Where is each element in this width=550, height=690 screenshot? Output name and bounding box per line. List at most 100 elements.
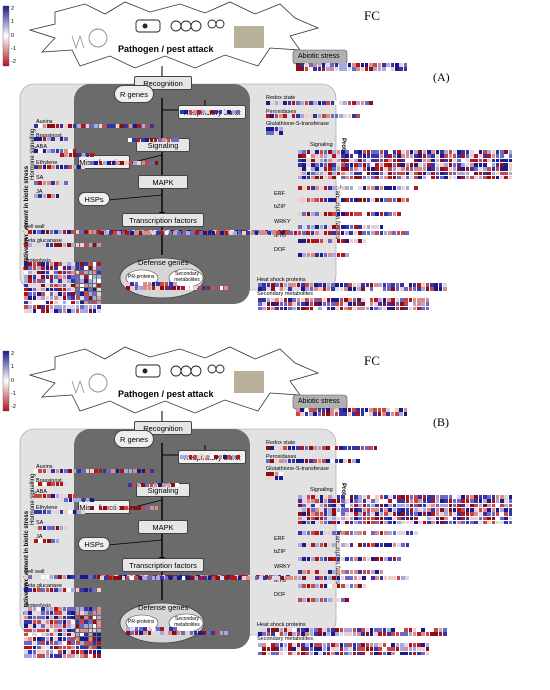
- heatmap-cell: [392, 503, 397, 508]
- heatmap-cell: [470, 507, 474, 512]
- heatmap-cell: [67, 641, 71, 646]
- heatmap-cell: [121, 231, 126, 235]
- heatmap-cell: [97, 588, 101, 592]
- heatmap-cell: [448, 162, 453, 167]
- heatmap-cell: [32, 270, 37, 275]
- heatmap-cell: [386, 67, 390, 71]
- heatmap-cell: [323, 557, 328, 561]
- heatmap-cell: [62, 279, 67, 283]
- heatmap-cell: [323, 225, 328, 229]
- hsps-box: HSPs: [78, 537, 110, 551]
- heatmap-cell: [306, 239, 311, 243]
- heatmap-cell: [54, 270, 58, 275]
- heatmap-cell: [388, 576, 392, 580]
- heatmap-cell: [431, 171, 435, 176]
- heatmap-cell: [291, 446, 296, 450]
- heatmap-cell: [266, 101, 270, 105]
- heatmap-cell: [309, 283, 314, 287]
- heatmap-cell: [388, 158, 392, 163]
- heatmap-cell: [79, 262, 84, 266]
- heatmap-cell: [310, 512, 315, 516]
- heatmap-cell: [321, 67, 326, 71]
- redox-label: Redox state: [266, 95, 296, 101]
- heatmap-cell: [283, 302, 288, 306]
- heatmap-cell: [49, 309, 54, 313]
- heatmap-cell: [336, 154, 341, 158]
- heatmap-cell: [45, 611, 50, 615]
- heatmap-cell: [358, 231, 362, 235]
- heatmap-cell: [343, 63, 347, 67]
- heatmap-cell: [392, 495, 397, 499]
- heatmap-cell: [283, 114, 287, 118]
- heatmap-cell: [328, 150, 332, 154]
- heatmap-cell: [353, 162, 358, 167]
- heatmap-cell: [319, 175, 324, 180]
- heatmap-cell: [384, 520, 388, 525]
- heatmap-cell: [392, 158, 397, 163]
- heatmap-cell: [42, 510, 47, 514]
- heatmap-cell: [46, 194, 51, 198]
- heatmap-cell: [207, 231, 212, 235]
- heatmap-cell: [68, 149, 73, 153]
- heatmap-cell: [68, 153, 73, 157]
- heatmap-cell: [422, 499, 427, 503]
- heatmap-cell: [97, 575, 101, 579]
- heatmap-cell: [310, 212, 315, 216]
- heatmap-cell: [465, 154, 470, 158]
- heatmap-cell: [68, 469, 73, 473]
- scale-tick: 1: [11, 364, 15, 370]
- heatmap-cell: [94, 161, 98, 165]
- heatmap-cell: [371, 186, 375, 190]
- heatmap-cell: [326, 408, 330, 412]
- heatmap-cell: [351, 408, 356, 412]
- erf-label: ERF: [274, 536, 285, 542]
- heatmap-cell: [266, 472, 270, 476]
- heatmap-cell: [448, 171, 453, 176]
- heatmap-cell: [24, 619, 28, 624]
- heatmap-cell: [280, 231, 285, 235]
- heatmap-cell: [306, 520, 311, 525]
- heatmap-cell: [41, 575, 45, 579]
- heatmap-cell: [375, 520, 380, 525]
- heatmap-cell: [417, 628, 421, 632]
- heatmap-cell: [379, 495, 384, 499]
- heatmap-cell: [470, 516, 474, 521]
- heatmap-cell: [45, 270, 50, 275]
- heatmap-cell: [302, 150, 306, 154]
- heatmap-cell: [369, 651, 374, 656]
- heatmap-cell: [51, 137, 55, 141]
- heatmap-cell: [24, 615, 28, 620]
- heatmap-cell: [32, 305, 37, 309]
- heatmap-cell: [120, 124, 124, 128]
- heatmap-cell: [71, 270, 75, 275]
- pr-proteins-label: PR-proteins: [128, 274, 155, 280]
- heatmap-cell: [384, 503, 388, 508]
- heatmap-strip: [298, 225, 384, 229]
- heatmap-cell: [382, 287, 387, 291]
- heatmap-cell: [392, 557, 397, 561]
- heatmap-cell: [444, 154, 448, 158]
- heatmap-cell: [352, 101, 356, 105]
- heatmap-cell: [36, 296, 41, 301]
- heatmap-cell: [322, 306, 327, 311]
- heatmap-cell: [495, 162, 500, 167]
- heatmap-cell: [45, 637, 50, 641]
- heatmap-cell: [306, 598, 311, 602]
- heatmap-cell: [439, 171, 444, 176]
- heatmap-cell: [72, 494, 77, 498]
- heatmap-cell: [58, 650, 63, 654]
- heatmap-cell: [41, 645, 45, 650]
- heatmap-cell: [349, 198, 354, 202]
- heatmap-cell: [85, 469, 90, 473]
- heatmap-cell: [97, 654, 101, 658]
- heatmap-cell: [384, 495, 388, 499]
- heatmap-cell: [341, 507, 345, 512]
- heatmap-cell: [461, 154, 466, 158]
- heatmap-cell: [422, 171, 427, 176]
- heatmap-cell: [336, 198, 341, 202]
- heatmap-cell: [448, 167, 453, 171]
- heatmap-cell: [309, 287, 314, 291]
- heatmap-cell: [336, 531, 341, 535]
- heatmap-cell: [173, 231, 177, 235]
- heatmap-cell: [364, 67, 369, 71]
